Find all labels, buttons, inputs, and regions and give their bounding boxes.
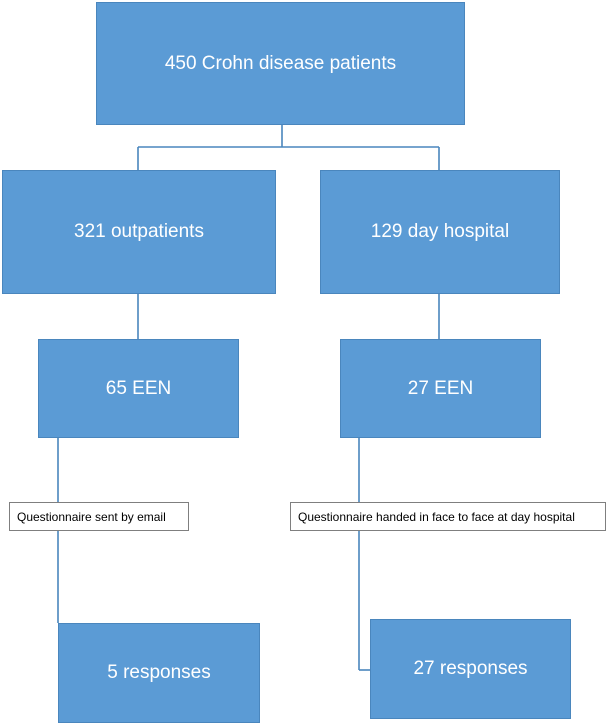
outpatients-box: 321 outpatients <box>2 170 276 294</box>
day-hospital-label: 129 day hospital <box>370 221 510 242</box>
day-hospital-responses-label: 27 responses <box>413 658 528 679</box>
day-hospital-responses-box: 27 responses <box>370 619 571 719</box>
day-hospital-een-box: 27 EEN <box>340 339 541 438</box>
root-label: 450 Crohn disease patients <box>164 52 397 74</box>
day-hospital-box: 129 day hospital <box>320 170 560 294</box>
outpatients-label: 321 outpatients <box>74 221 204 242</box>
email-questionnaire-text: Questionnaire sent by email <box>17 509 166 524</box>
email-questionnaire-note: Questionnaire sent by email <box>9 502 189 531</box>
face-to-face-questionnaire-text: Questionnaire handed in face to face at … <box>298 509 575 524</box>
email-responses-box: 5 responses <box>58 623 260 723</box>
email-responses-label: 5 responses <box>107 662 211 683</box>
outpatients-een-box: 65 EEN <box>38 339 239 438</box>
face-to-face-questionnaire-note: Questionnaire handed in face to face at … <box>290 502 606 531</box>
outpatients-een-label: 65 EEN <box>105 377 172 399</box>
day-hospital-een-label: 27 EEN <box>407 377 474 399</box>
root-box: 450 Crohn disease patients <box>96 2 465 125</box>
